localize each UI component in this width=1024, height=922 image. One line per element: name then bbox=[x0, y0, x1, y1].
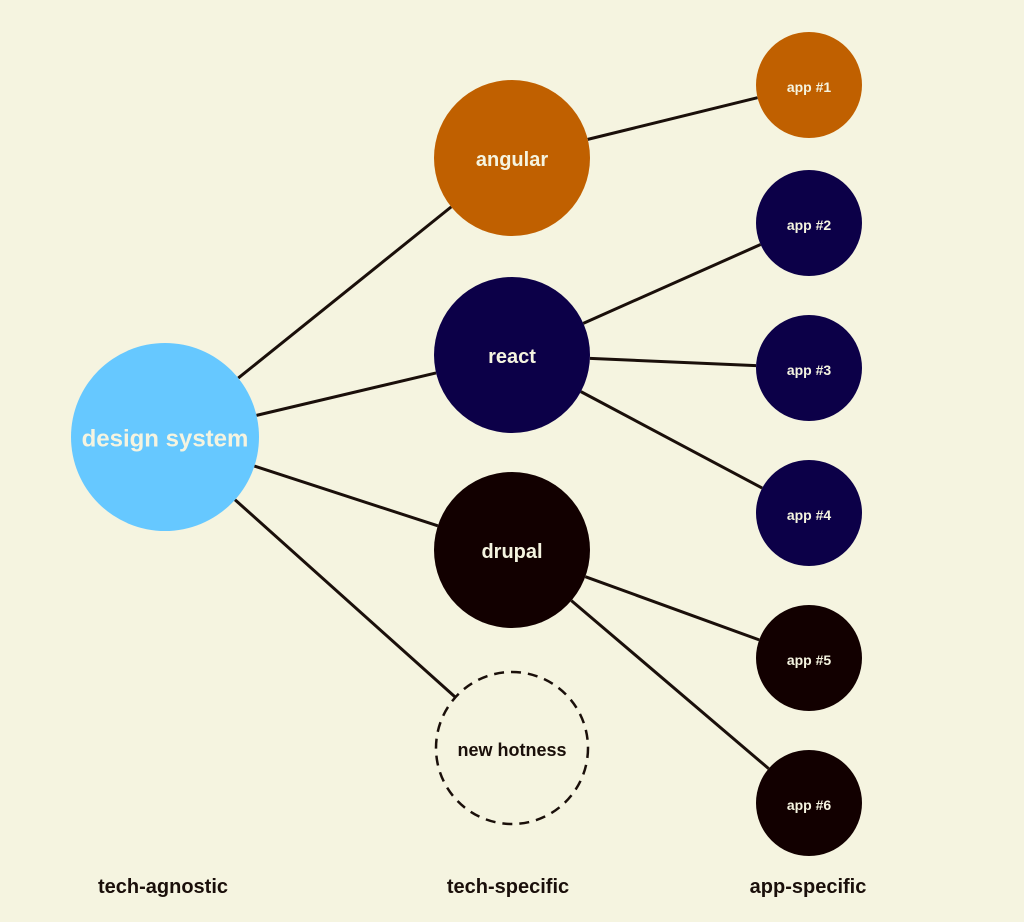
node-app-6: app #6 bbox=[756, 750, 862, 856]
edge-drupal-to-app5 bbox=[584, 575, 760, 642]
edge-drupal-to-app6 bbox=[570, 599, 770, 770]
node-app-2: app #2 bbox=[756, 170, 862, 276]
node-react-label: react bbox=[488, 346, 536, 368]
node-app-2-circle bbox=[756, 170, 862, 276]
node-react: react bbox=[434, 277, 590, 433]
edge-react-to-app3 bbox=[589, 356, 757, 368]
node-design-system-circle bbox=[71, 343, 259, 531]
node-angular-circle bbox=[434, 80, 590, 236]
node-app-5-label: app #5 bbox=[787, 652, 832, 668]
node-app-1: app #1 bbox=[756, 32, 862, 138]
node-app-3-label: app #3 bbox=[787, 362, 832, 378]
node-design-system-label: design system bbox=[82, 426, 249, 453]
edge-design-system-to-angular bbox=[237, 205, 453, 380]
node-app-5-circle bbox=[756, 605, 862, 711]
node-new-hotness: new hotness bbox=[434, 670, 590, 826]
node-app-4-circle bbox=[756, 460, 862, 566]
node-app-3-circle bbox=[756, 315, 862, 421]
edge-design-system-to-react bbox=[256, 371, 437, 417]
node-angular: angular bbox=[434, 80, 590, 236]
node-angular-label: angular bbox=[476, 149, 548, 171]
edges-group bbox=[233, 96, 770, 770]
node-app-2-label: app #2 bbox=[787, 217, 832, 233]
node-drupal-circle bbox=[434, 472, 590, 628]
node-new-hotness-label: new hotness bbox=[457, 740, 566, 760]
edge-design-system-to-new-hotness bbox=[233, 498, 457, 699]
edge-angular-to-app1 bbox=[587, 96, 758, 141]
node-app-6-circle bbox=[756, 750, 862, 856]
node-app-3: app #3 bbox=[756, 315, 862, 421]
node-app-4: app #4 bbox=[756, 460, 862, 566]
node-app-6-label: app #6 bbox=[787, 797, 832, 813]
edge-design-system-to-drupal bbox=[253, 464, 439, 528]
node-design-system: design system bbox=[71, 343, 259, 531]
node-app-1-circle bbox=[756, 32, 862, 138]
column-label-app-specific: app-specific bbox=[750, 876, 867, 898]
edge-react-to-app2 bbox=[582, 243, 762, 325]
node-new-hotness-circle bbox=[434, 670, 590, 826]
node-drupal-label: drupal bbox=[481, 541, 542, 563]
node-react-circle bbox=[434, 277, 590, 433]
edge-react-to-app4 bbox=[580, 390, 763, 490]
node-drupal: drupal bbox=[434, 472, 590, 628]
column-label-tech-specific: tech-specific bbox=[447, 876, 569, 898]
column-label-tech-agnostic: tech-agnostic bbox=[98, 876, 228, 898]
node-app-4-label: app #4 bbox=[787, 507, 832, 523]
node-app-5: app #5 bbox=[756, 605, 862, 711]
node-app-1-label: app #1 bbox=[787, 79, 832, 95]
